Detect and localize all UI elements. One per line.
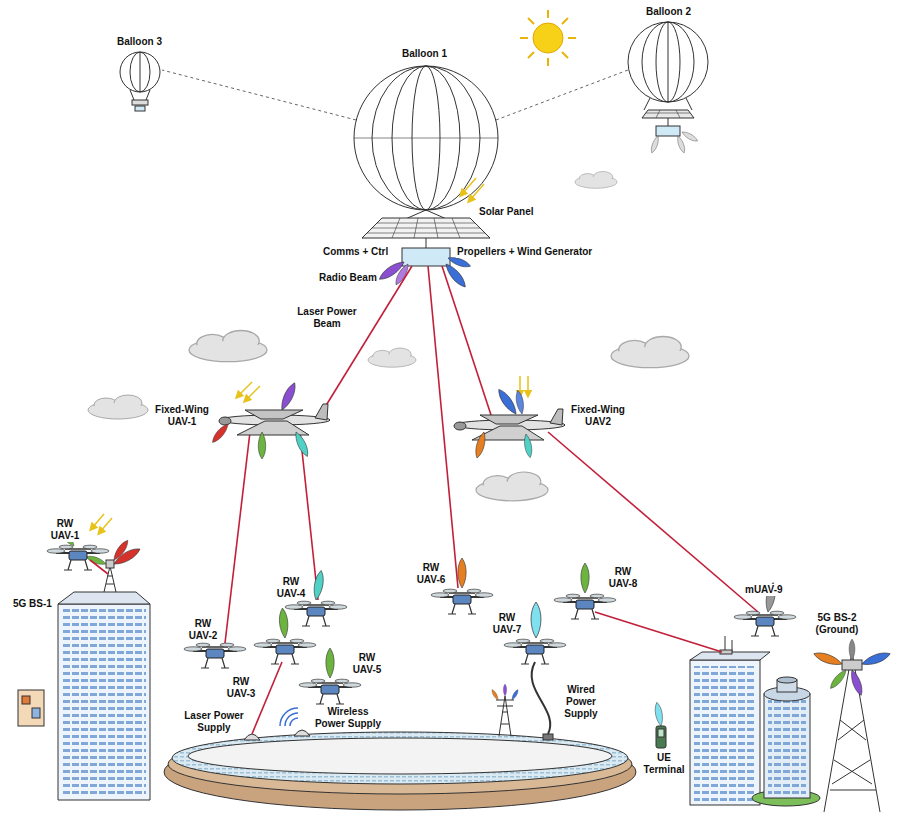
- bs1-building: [18, 538, 150, 800]
- balloon-2: [628, 22, 708, 154]
- fixed-wing-uav-1: [210, 381, 330, 459]
- label-text: RW UAV-1: [46, 518, 84, 542]
- ground-supplies: [244, 684, 553, 740]
- label-text: 5G BS-2 (Ground): [810, 612, 864, 636]
- label-text: Wireless Power Supply: [312, 706, 384, 730]
- label-text: Fixed-Wing UAV2: [566, 404, 630, 428]
- stadium: [164, 732, 636, 810]
- label-text: RW UAV-3: [222, 676, 260, 700]
- label-text: Laser Power Beam: [294, 306, 360, 330]
- label-text: RW UAV-6: [412, 562, 450, 586]
- label-text: RW UAV-4: [272, 576, 310, 600]
- label-text: Balloon 2: [645, 6, 692, 18]
- label-text: RW UAV-5: [348, 652, 386, 676]
- rotary-uavs: [47, 528, 796, 704]
- label-text: RW UAV-2: [184, 618, 222, 642]
- label-text: Radio Beam: [318, 272, 378, 284]
- label-text: RW UAV-7: [488, 612, 526, 636]
- sunlight-arrows: [92, 178, 528, 532]
- fixed-wing-uav-2: [454, 387, 565, 459]
- right-buildings: [690, 636, 820, 806]
- laser-beams: [90, 266, 758, 734]
- label-text: Wired Power Supply: [560, 684, 602, 720]
- label-text: Comms + Ctrl: [322, 246, 389, 258]
- sun: [520, 10, 576, 66]
- power-cable: [532, 662, 551, 734]
- label-text: Balloon 3: [116, 36, 163, 48]
- clouds: [88, 172, 689, 501]
- label-text: UE Terminal: [640, 752, 688, 776]
- label-text: Solar Panel: [478, 206, 534, 218]
- balloon-3: [120, 52, 160, 111]
- label-text: Fixed-Wing UAV-1: [150, 404, 214, 428]
- label-text: Propellers + Wind Generator: [456, 246, 593, 258]
- label-text: 5G BS-1: [12, 598, 53, 610]
- ue-terminal: [654, 702, 666, 748]
- label-text: RW UAV-8: [604, 566, 642, 590]
- label-text: Balloon 1: [401, 48, 448, 60]
- label-text: mUAV-9: [744, 584, 784, 596]
- bs2-tower: [812, 639, 891, 812]
- label-text: Laser Power Supply: [178, 710, 250, 734]
